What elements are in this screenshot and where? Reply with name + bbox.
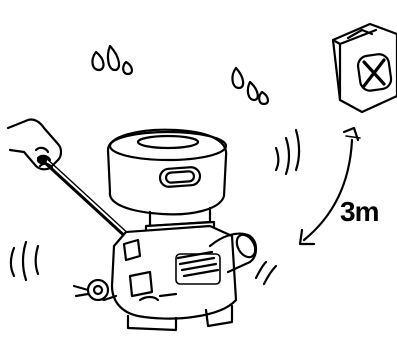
vibration-lines-bottom-icon	[256, 262, 276, 284]
hand-icon	[8, 119, 61, 169]
fuel-drops-left-icon	[92, 46, 131, 74]
engine-icon	[74, 130, 259, 330]
distance-label: 3m	[340, 198, 378, 226]
vibration-lines-right-icon	[276, 130, 299, 174]
fuel-can-icon	[333, 24, 397, 112]
fuel-drops-right-icon	[232, 68, 267, 104]
vibration-lines-left-icon	[11, 242, 38, 280]
